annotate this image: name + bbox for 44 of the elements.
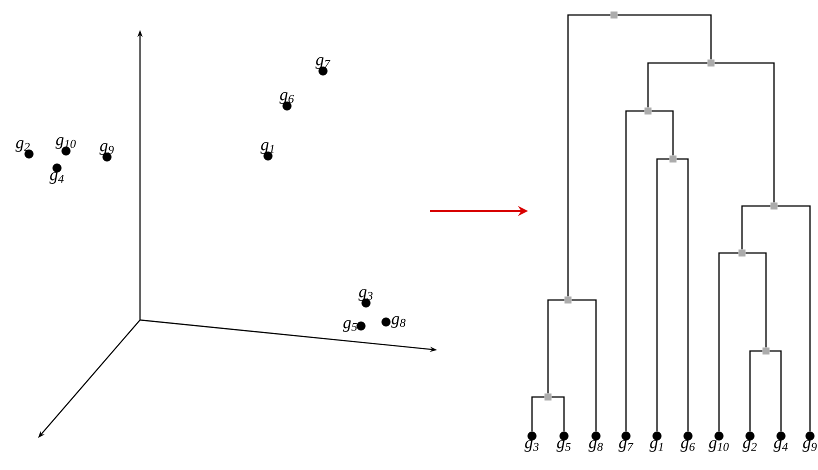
point-label: g$_{4}$ (774, 440, 788, 452)
tree-branch (741, 205, 770, 250)
merge-square (770, 202, 778, 210)
point-label: g$_{5}$ (556, 440, 571, 452)
tree-branch (531, 396, 544, 432)
point-label: g$_{9}$ (100, 143, 114, 155)
tree-branch (572, 299, 597, 432)
point-label: g$_{6}$ (280, 92, 294, 104)
point-label: g$_{8}$ (391, 316, 406, 328)
tree-branch (770, 350, 782, 432)
merge-square (610, 12, 618, 18)
point-label: g$_{7}$ (316, 57, 330, 69)
tree-branch (618, 14, 712, 60)
tree-branch (647, 62, 708, 108)
tree-branch (547, 299, 564, 394)
point-label: g$_{10}$ (708, 440, 729, 452)
point-label: g$_{7}$ (618, 440, 634, 452)
tree-branch (625, 110, 644, 432)
point-label: g$_{6}$ (680, 440, 695, 452)
tree-branch (676, 158, 689, 432)
merge-square (670, 155, 676, 162)
point-label: g$_{5}$ (342, 320, 357, 332)
merge-square (762, 347, 770, 354)
point-label: g$_{1}$ (650, 440, 663, 452)
point-label: g$_{4}$ (50, 172, 64, 184)
tree-branch (652, 110, 674, 156)
point-label: g$_{2}$ (742, 440, 757, 452)
merge-square (644, 108, 652, 114)
point-label: g$_{9}$ (802, 440, 817, 452)
tree-branch (552, 396, 565, 432)
merge-square (708, 60, 714, 66)
point-label: g$_{3}$ (524, 440, 539, 452)
tree-branch (718, 252, 738, 432)
tree-branch (567, 14, 610, 296)
tree-branch (778, 205, 811, 432)
tree-branch (656, 158, 670, 432)
tree-branch (746, 252, 767, 348)
merge-square (738, 250, 746, 256)
point-label: g$_{8}$ (588, 440, 603, 452)
merge-square (564, 296, 572, 304)
point-label: g$_{1}$ (260, 142, 274, 154)
tree-branch (749, 350, 762, 432)
tree-branch (714, 62, 775, 202)
merge-square (544, 393, 552, 400)
